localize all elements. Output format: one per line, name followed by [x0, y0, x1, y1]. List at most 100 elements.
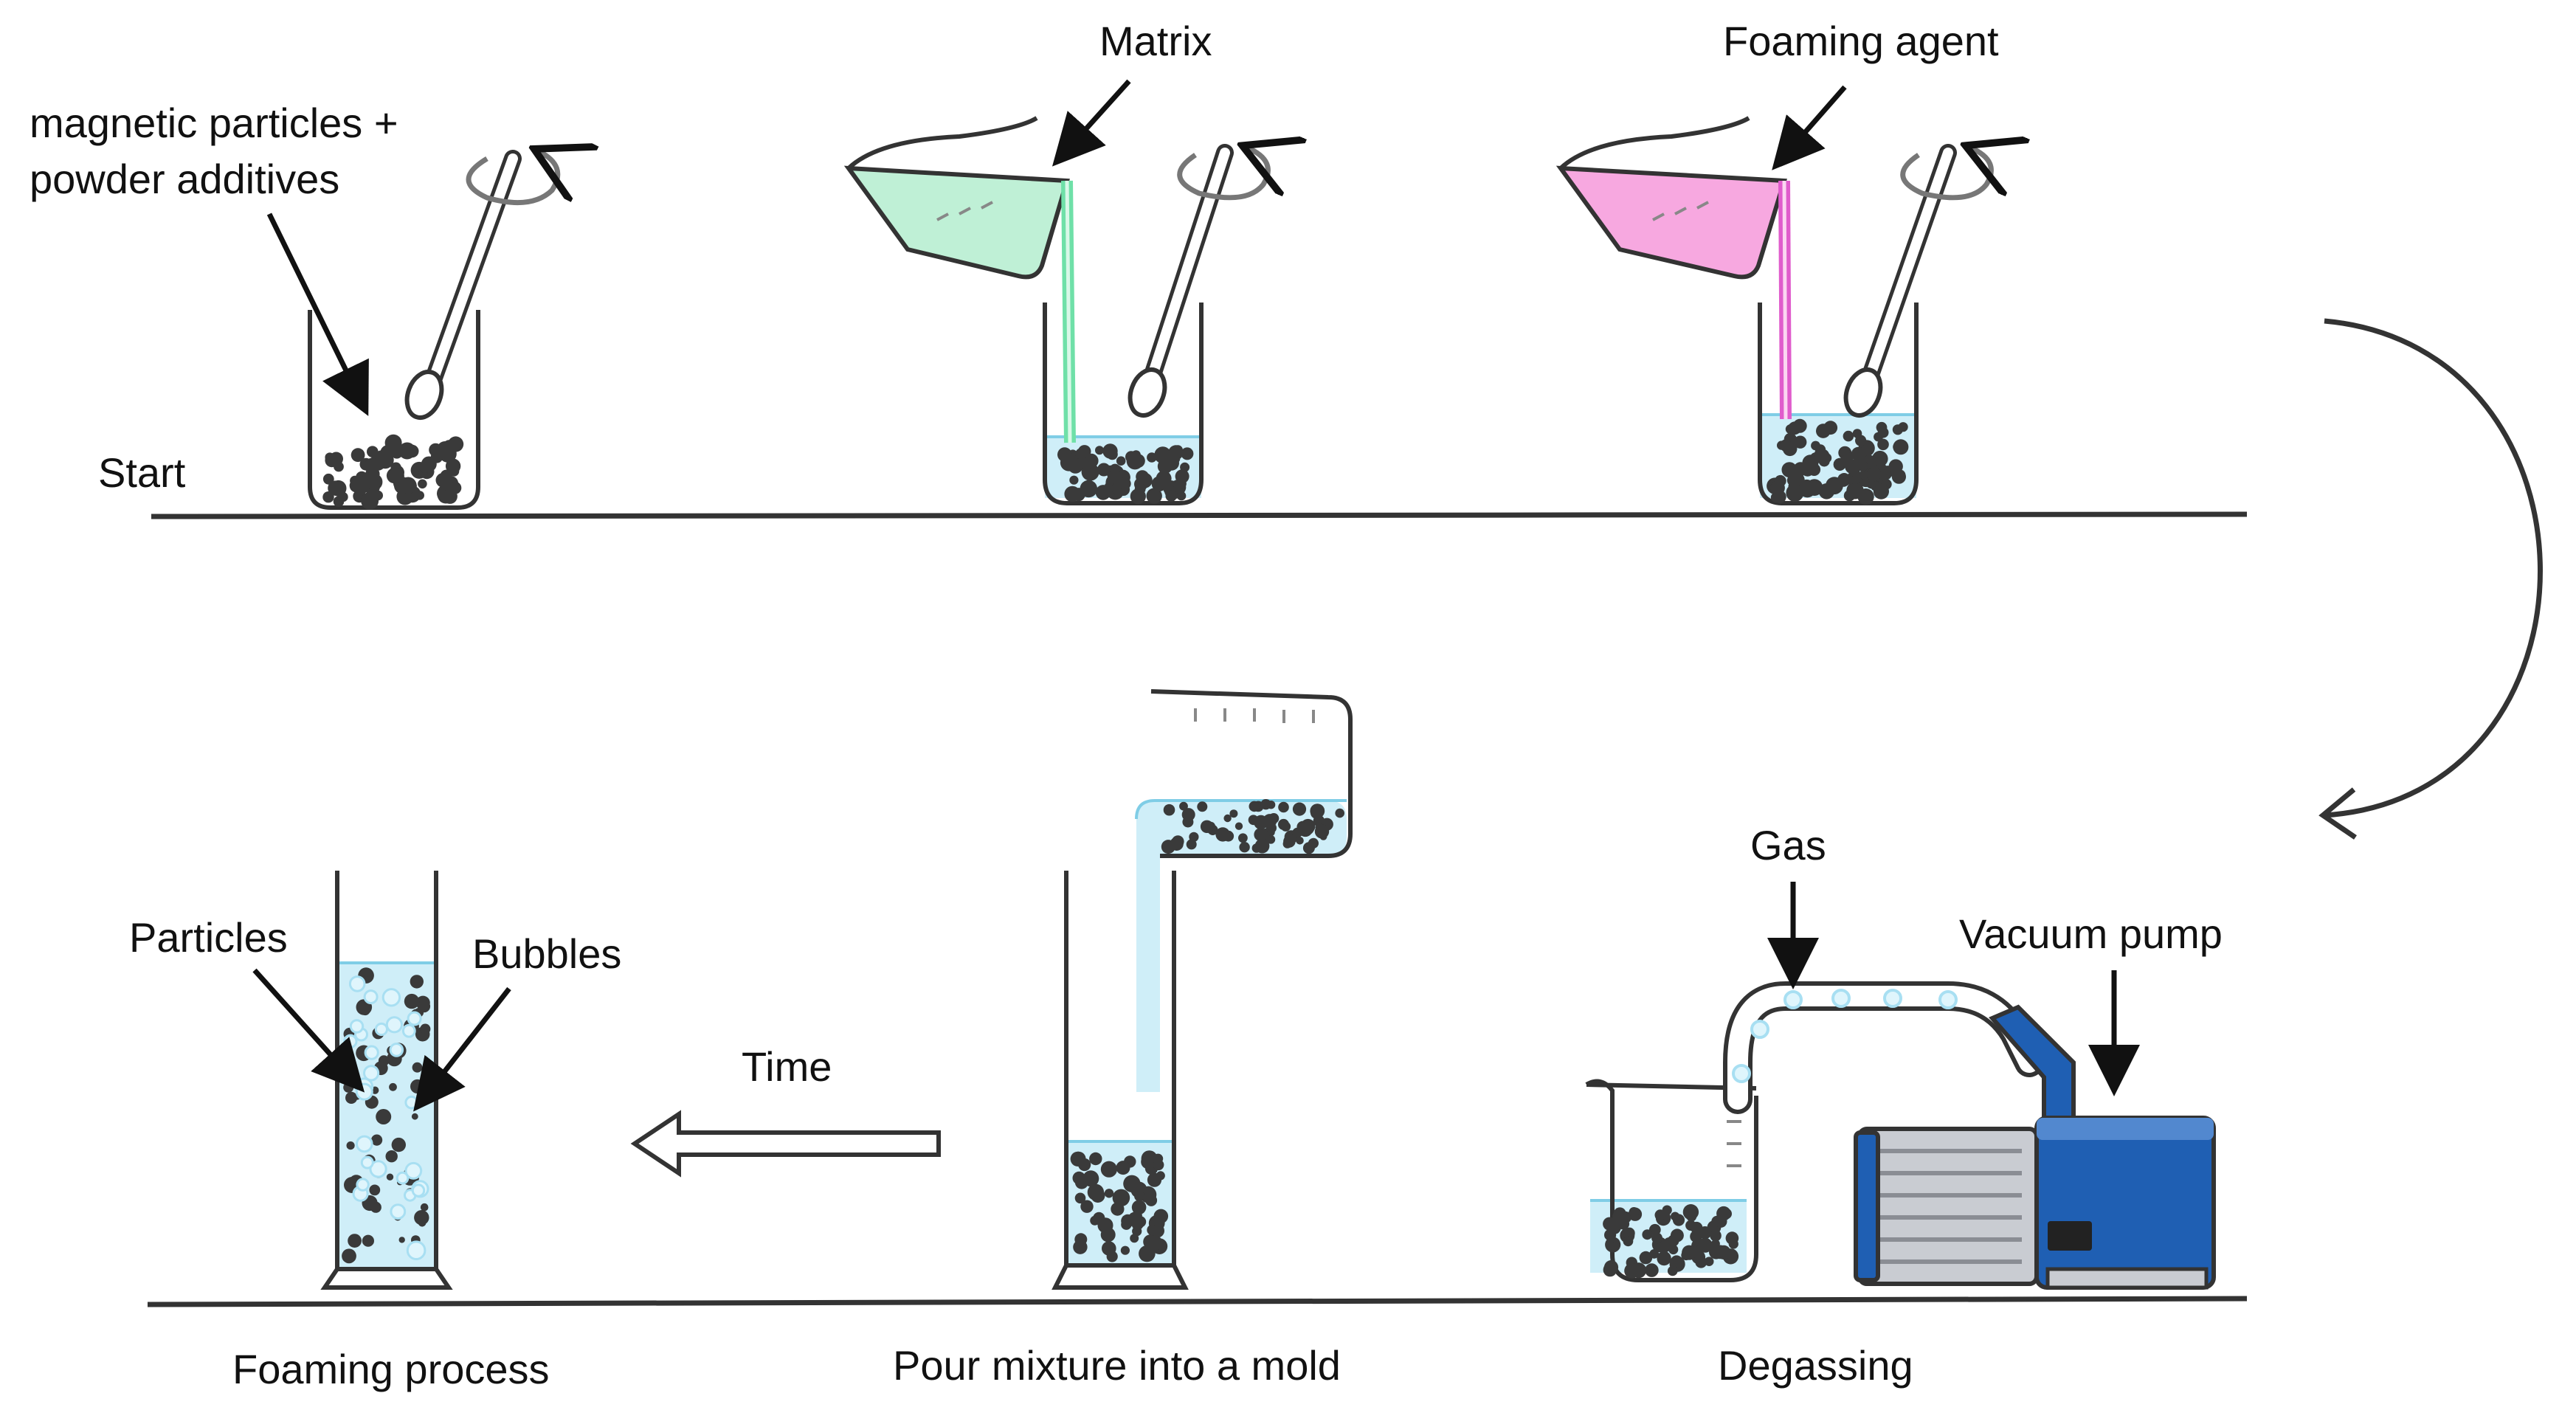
particle: [420, 1023, 431, 1034]
stir-rod-foaming: [1843, 144, 1957, 418]
particle: [1315, 823, 1325, 832]
time-label: Time: [742, 1043, 832, 1090]
particle: [1849, 460, 1862, 473]
particle: [1629, 1207, 1640, 1217]
particle: [1109, 463, 1121, 474]
particle: [345, 1091, 358, 1104]
vacuum-pump-label: Vacuum pump: [1959, 910, 2223, 957]
particle: [1186, 839, 1197, 850]
foaming-agent-label: Foaming agent: [1723, 18, 1999, 64]
bubble: [355, 1082, 373, 1101]
rotation-arrow-icon: [1900, 148, 1992, 201]
particle: [1802, 455, 1819, 471]
particle: [1087, 1183, 1105, 1201]
particle: [1267, 829, 1275, 837]
particle: [1154, 446, 1172, 464]
particle: [1851, 446, 1866, 462]
particles-foaming: [1767, 418, 1909, 505]
particle: [1248, 815, 1259, 826]
particle: [1084, 453, 1099, 469]
particle: [1077, 445, 1091, 458]
particle: [1078, 1158, 1091, 1172]
bubbles-foam: [343, 975, 429, 1260]
bubble: [401, 1023, 416, 1038]
particle: [398, 1237, 405, 1243]
particle: [1089, 1152, 1102, 1166]
foaming-pouring-flask: [1555, 116, 1787, 280]
particle: [1165, 490, 1177, 502]
particle: [1697, 1237, 1713, 1253]
particle: [1671, 1212, 1680, 1221]
particle: [1104, 1189, 1114, 1198]
top-ground-line: [151, 511, 2248, 519]
particle: [348, 1234, 362, 1248]
particle: [353, 475, 366, 488]
particle: [1283, 835, 1296, 848]
bubble: [360, 1155, 374, 1169]
gas-bubbles: [1732, 989, 1958, 1083]
particle: [1649, 1249, 1660, 1259]
bubble: [390, 1203, 407, 1220]
vacuum-hose: [1723, 981, 2044, 1114]
particle: [1280, 821, 1291, 832]
particle: [1624, 1263, 1640, 1279]
particle: [1335, 808, 1344, 818]
curved-arrow-icon: [2318, 318, 2543, 840]
particle: [1794, 435, 1807, 449]
particle: [1175, 469, 1189, 484]
particle: [1266, 834, 1276, 844]
particle: [1310, 804, 1325, 818]
particle: [1144, 1186, 1154, 1197]
particle: [1788, 421, 1802, 435]
particle: [1147, 1235, 1163, 1251]
particle: [1811, 440, 1820, 451]
bubbles-label: Bubbles: [472, 930, 621, 977]
particle: [410, 1079, 425, 1094]
particle: [418, 1000, 431, 1013]
particle: [1888, 459, 1903, 474]
particles-pouring: [1161, 799, 1344, 854]
particle: [1069, 475, 1079, 485]
foam-cylinder: [320, 871, 453, 1290]
particle: [1772, 490, 1786, 504]
bubble: [389, 1043, 404, 1057]
start-label: Start: [98, 449, 186, 496]
particle: [1249, 801, 1260, 812]
particle: [411, 1113, 418, 1120]
bubble: [363, 1065, 380, 1082]
particle: [346, 1141, 355, 1150]
bubble: [356, 1178, 370, 1192]
particle: [1657, 1251, 1671, 1266]
particle: [1654, 1209, 1666, 1221]
particle: [1855, 435, 1867, 446]
mold-cylinder: [1052, 871, 1189, 1290]
mold-pouring-beaker: [1135, 689, 1353, 1092]
particle: [1877, 426, 1889, 438]
particle: [1704, 1257, 1714, 1266]
particle: [1721, 1248, 1732, 1259]
particle: [1861, 478, 1871, 488]
caption-pour-mixture: Pour mixture into a mold: [893, 1342, 1341, 1389]
bubble: [411, 1183, 426, 1198]
particle: [449, 466, 460, 477]
bubble: [404, 1161, 423, 1180]
particle: [1057, 447, 1072, 462]
particle: [1134, 1191, 1145, 1202]
particle: [1645, 1263, 1659, 1277]
particle: [1843, 430, 1854, 442]
particle: [1606, 1240, 1615, 1250]
particle: [1780, 439, 1792, 452]
particle: [1667, 1265, 1678, 1276]
particle: [1153, 1159, 1164, 1171]
particle: [1877, 438, 1889, 451]
particle: [1223, 814, 1232, 823]
particle: [1682, 1245, 1697, 1260]
particle: [1102, 443, 1118, 459]
particle: [1182, 816, 1194, 828]
matrix-beaker: [1043, 303, 1204, 505]
particle: [1298, 822, 1313, 837]
particle: [1163, 804, 1175, 816]
particle: [1251, 843, 1262, 853]
particle: [1146, 488, 1162, 504]
